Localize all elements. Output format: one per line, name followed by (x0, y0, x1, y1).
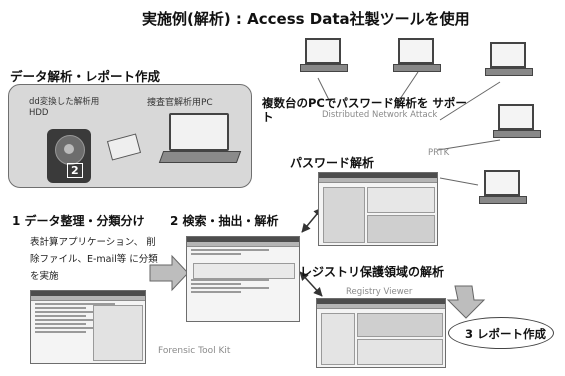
pc-label: 捜査官解析用PC (147, 98, 213, 108)
hdd-icon: 2 (47, 129, 91, 183)
investigator-laptop-base (158, 151, 242, 163)
network-laptop-5 (484, 170, 520, 196)
network-laptop-4 (498, 104, 534, 130)
analysis-setup-panel: dd変換した解析用 HDD 捜査官解析用PC 2 (8, 84, 252, 188)
network-laptop-3-base (485, 68, 533, 76)
registry-viewer-label: Registry Viewer (346, 287, 413, 297)
forensic-tool-kit-label: Forensic Tool Kit (158, 346, 231, 356)
network-line-5 (439, 177, 479, 186)
ftk-overview-screenshot (30, 290, 146, 364)
password-analysis-heading: パスワード解析 (290, 156, 375, 170)
step3-label: 3 レポート作成 (465, 327, 547, 341)
adapter-icon (106, 133, 142, 161)
network-line-4 (437, 139, 501, 151)
investigator-laptop-screen (169, 113, 229, 151)
network-laptop-2-base (393, 64, 441, 72)
distributed-network-attack-label: Distributed Network Attack (322, 110, 438, 120)
network-line-3 (439, 81, 501, 121)
left-panel-heading: データ解析・レポート作成 (10, 69, 161, 84)
block-arrow-down (446, 285, 486, 319)
page-title: 実施例(解析) : Access Data社製ツールを使用 (142, 10, 470, 28)
double-arrow-registry (299, 271, 323, 297)
step1-heading: 1 データ整理・分類分け (12, 214, 145, 228)
network-line-2 (397, 71, 419, 103)
network-line-1 (317, 77, 331, 103)
step1-note: 表計算アプリケーション、 削除ファイル、E-mail等 に分類を実施 (30, 237, 158, 282)
ftk-search-screenshot (186, 236, 300, 322)
block-arrow-right (149, 254, 189, 292)
password-tool-screenshot (318, 172, 438, 246)
network-laptop-1-base (300, 64, 348, 72)
registry-analysis-heading: レジストリ保護領域の解析 (300, 265, 445, 279)
drive-number-badge: 2 (67, 163, 83, 178)
report-oval: 3 レポート作成 (448, 317, 554, 349)
network-laptop-1 (305, 38, 341, 64)
step2-heading: 2 検索・抽出・解析 (170, 214, 279, 228)
network-laptop-4-base (493, 130, 541, 138)
network-laptop-5-base (479, 196, 527, 204)
hdd-label: dd変換した解析用 HDD (29, 97, 100, 118)
registry-viewer-screenshot (316, 298, 446, 368)
network-laptop-2 (398, 38, 434, 64)
network-laptop-3 (490, 42, 526, 68)
prtk-label: PRTK (428, 148, 450, 158)
distributed-support-label: 複数台のPCでパスワード解析を サポート (262, 96, 467, 124)
